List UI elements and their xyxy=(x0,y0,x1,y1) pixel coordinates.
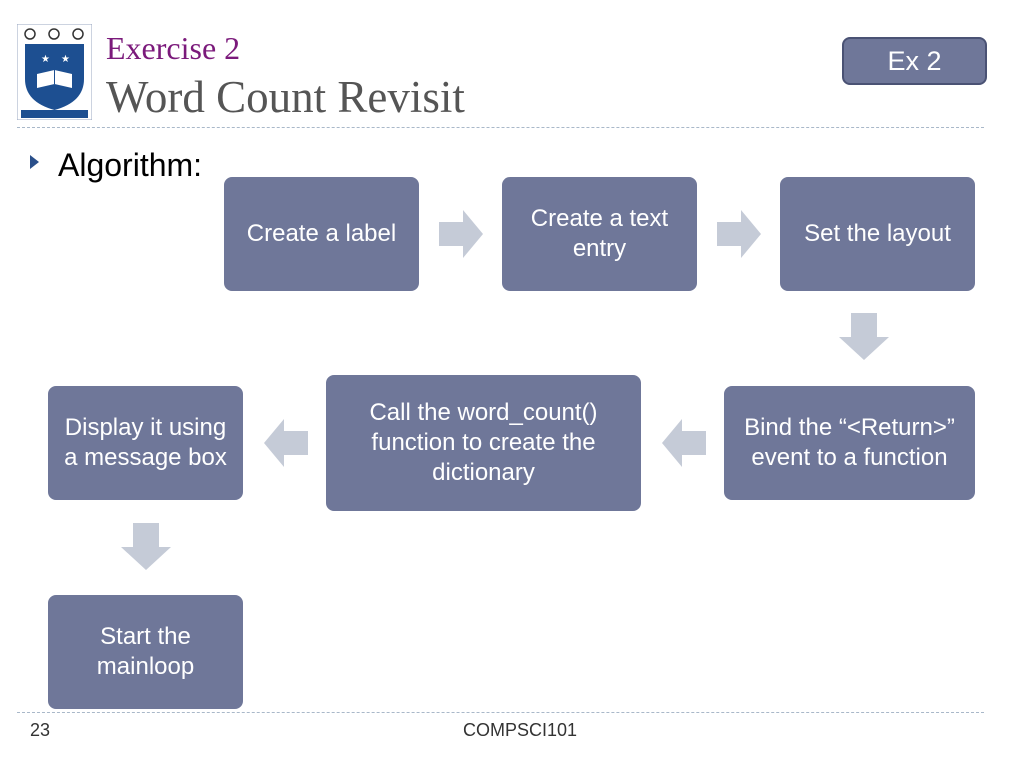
step-start-mainloop: Start the mainloop xyxy=(47,594,244,710)
svg-text:★: ★ xyxy=(41,54,50,65)
step-label: Create a label xyxy=(246,220,397,247)
step-label: Set the layout xyxy=(804,220,951,247)
header-divider xyxy=(17,127,984,128)
step-label: Bind the “<Return>” event to a function xyxy=(744,414,955,471)
bullet-heading: Algorithm: xyxy=(58,147,203,183)
step-label: Create a text entry xyxy=(530,205,669,262)
arrow-down-icon xyxy=(839,313,889,360)
footer-divider xyxy=(17,712,984,713)
course-name: COMPSCI101 xyxy=(463,720,578,740)
step-label: Display it using a message box xyxy=(64,414,227,471)
arrow-left-icon xyxy=(264,419,308,467)
step-create-label: Create a label xyxy=(223,176,420,292)
page-number: 23 xyxy=(30,720,51,740)
arrow-down-icon xyxy=(121,523,171,570)
exercise-badge: Ex 2 xyxy=(842,37,987,85)
step-set-layout: Set the layout xyxy=(779,176,976,292)
step-display-message-box: Display it using a message box xyxy=(47,385,244,501)
bullet-arrow-icon xyxy=(30,155,39,169)
step-label: Start the mainloop xyxy=(96,623,195,680)
university-logo: ★ ★ xyxy=(17,24,92,120)
step-bind-return-event: Bind the “<Return>” event to a function xyxy=(723,385,976,501)
step-create-text-entry: Create a text entry xyxy=(501,176,698,292)
step-call-word-count: Call the word_count() function to create… xyxy=(325,374,642,512)
arrow-right-icon xyxy=(439,210,483,258)
arrow-right-icon xyxy=(717,210,761,258)
arrow-left-icon xyxy=(662,419,706,467)
slide-subtitle: Exercise 2 xyxy=(106,30,241,66)
step-label: Call the word_count() function to create… xyxy=(369,399,598,486)
slide-title: Word Count Revisit xyxy=(106,72,465,122)
svg-text:★: ★ xyxy=(61,54,70,65)
